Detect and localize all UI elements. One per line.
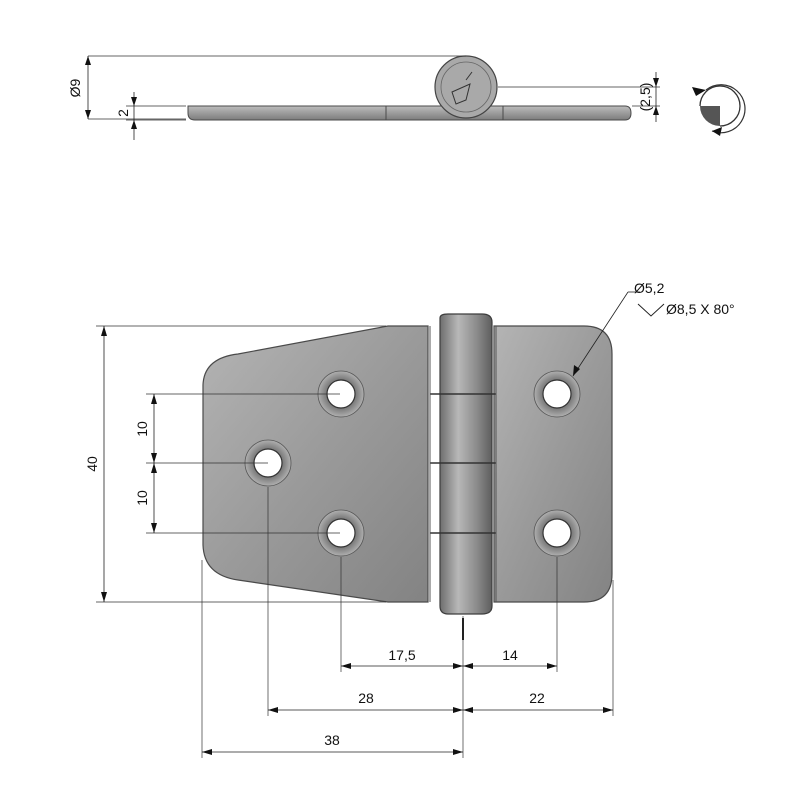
hole-right-upper <box>533 370 581 418</box>
hole-callout-countersink: Ø8,5 X 80° <box>666 301 735 317</box>
hole-callout-diameter: Ø5,2 <box>634 280 665 296</box>
dim-height-40: 40 <box>84 456 100 472</box>
dim-28: 28 <box>358 690 374 706</box>
dim-offset-2-5: (2,5) <box>637 83 653 112</box>
hole-left-lower <box>317 509 365 557</box>
side-pin-mark <box>451 71 473 105</box>
front-view: 40 10 10 Ø5,2 Ø8,5 X 80° 17,5 14 <box>84 280 735 758</box>
side-right-leaf <box>502 105 632 121</box>
dim-hole-spacing-lower: 10 <box>134 490 150 506</box>
dim-diameter-9: Ø9 <box>67 78 83 97</box>
right-leaf <box>493 325 613 603</box>
left-leaf <box>202 325 429 603</box>
side-knuckle-inner <box>440 61 492 113</box>
dim-17-5: 17,5 <box>388 647 415 663</box>
dim-22: 22 <box>529 690 545 706</box>
dim-38: 38 <box>324 732 340 748</box>
side-view: Ø9 2 (2,5) <box>67 55 746 140</box>
dim-14: 14 <box>502 647 518 663</box>
side-left-leaf <box>187 105 387 121</box>
dim-hole-spacing-upper: 10 <box>134 421 150 437</box>
countersink-symbol <box>637 303 665 317</box>
hole-right-lower <box>533 509 581 557</box>
side-knuckle <box>434 55 498 119</box>
dim-thickness-2: 2 <box>115 109 131 117</box>
rotation-direction-icon <box>692 84 746 136</box>
hinge-knuckle <box>439 313 493 615</box>
